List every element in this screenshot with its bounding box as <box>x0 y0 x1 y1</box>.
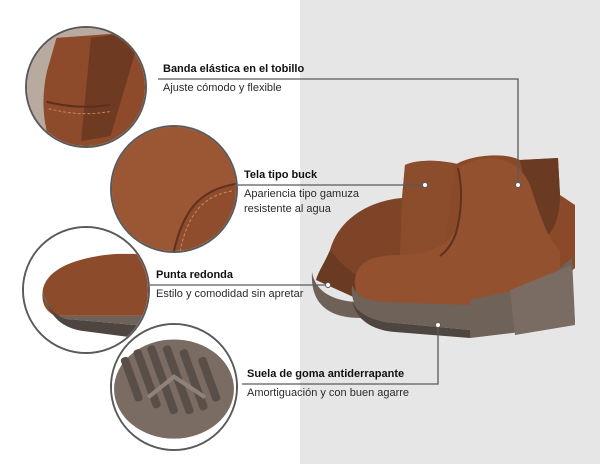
feature-description: Estilo y comodidad sin apretar <box>156 287 303 302</box>
feature-label-elastic-band: Banda elástica en el tobillo Ajuste cómo… <box>163 63 304 96</box>
feature-description-line: resistente al agua <box>244 203 331 215</box>
buck-fabric-closeup-icon <box>110 125 238 253</box>
feature-label-rubber-sole: Suela de goma antiderrapante Amortiguaci… <box>247 368 409 401</box>
feature-description: Ajuste cómodo y flexible <box>163 81 304 96</box>
elastic-band-closeup-icon <box>25 26 147 148</box>
feature-title: Tela tipo buck <box>244 169 318 181</box>
rubber-sole-closeup-icon <box>110 323 238 451</box>
feature-description-line: Amortiguación y con buen agarre <box>247 387 410 399</box>
feature-description-line: Ajuste cómodo y flexible <box>163 82 282 94</box>
feature-title: Banda elástica en el tobillo <box>163 63 305 75</box>
feature-label-round-toe: Punta redonda Estilo y comodidad sin apr… <box>156 269 303 302</box>
feature-description-line: Apariencia tipo gamuza <box>244 188 359 200</box>
feature-description: Apariencia tipo gamuza resistente al agu… <box>244 187 359 217</box>
feature-description: Amortiguación y con buen agarre <box>247 386 409 401</box>
feature-title: Suela de goma antiderrapante <box>247 368 405 380</box>
round-toe-closeup-icon <box>22 226 150 354</box>
feature-description-line: Estilo y comodidad sin apretar <box>156 288 304 300</box>
feature-label-buck-fabric: Tela tipo buck Apariencia tipo gamuza re… <box>244 169 359 217</box>
feature-title: Punta redonda <box>156 269 234 281</box>
